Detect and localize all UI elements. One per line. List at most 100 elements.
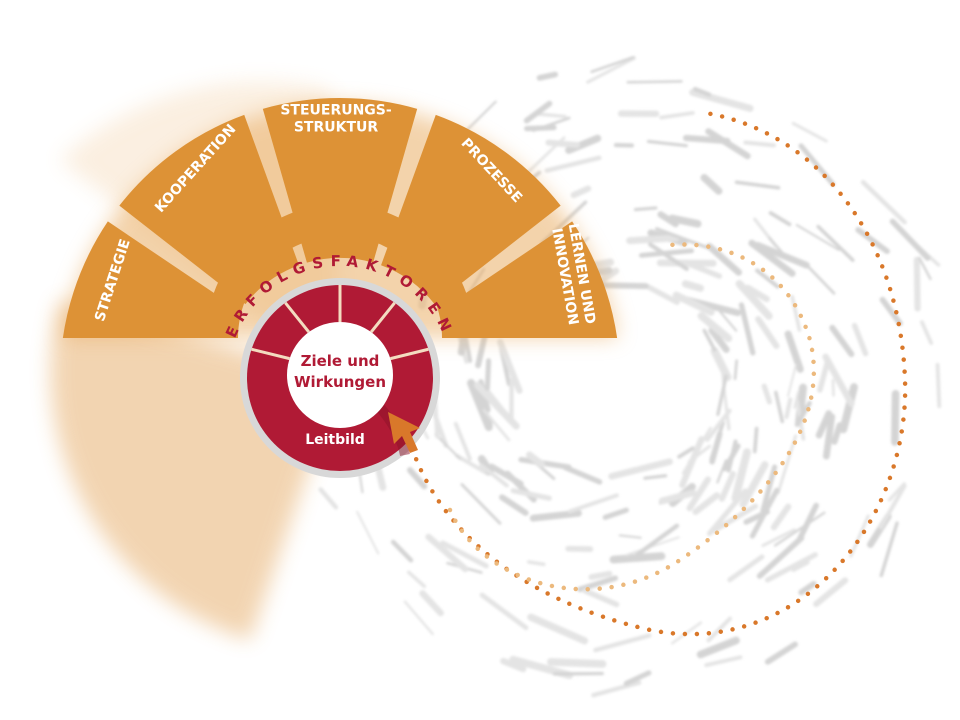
brush-stroke (761, 528, 796, 548)
brush-stroke (738, 302, 756, 356)
brush-stroke (419, 590, 444, 617)
brush-stroke (822, 353, 855, 407)
brush-stroke (655, 227, 712, 251)
brush-stroke (403, 600, 434, 636)
ring-dividers (251, 285, 429, 361)
brush-stroke (626, 80, 683, 84)
brush-stroke (935, 362, 942, 409)
brush-stroke (705, 128, 751, 160)
brush-stroke (537, 112, 567, 119)
brush-stroke (735, 280, 773, 320)
center-label-line2: Wirkungen (294, 373, 386, 391)
brush-stroke (784, 330, 804, 373)
brush-stroke (479, 592, 529, 631)
brush-stroke (716, 374, 728, 417)
brush-stroke (460, 483, 502, 525)
brush-stroke (546, 658, 607, 668)
brush-stroke (822, 413, 836, 460)
brush-stroke (668, 214, 702, 228)
brush-stroke (626, 234, 680, 245)
ring-divider (369, 301, 396, 334)
brush-stroke (689, 88, 754, 112)
brush-stroke (708, 327, 730, 353)
brush-stroke (791, 121, 828, 143)
brush-stroke (878, 484, 907, 530)
brush-stroke (318, 487, 339, 510)
brush-stroke (918, 256, 932, 281)
brush-stroke (831, 422, 843, 445)
brush-stroke (631, 523, 680, 560)
dotted-spiral-inner (447, 242, 817, 592)
brush-stroke (700, 174, 723, 195)
brush-stroke (510, 488, 552, 501)
brush-stroke (434, 433, 462, 461)
brush-stroke (794, 400, 812, 427)
center-label-line1: Ziele und (301, 352, 380, 370)
brush-stroke (406, 570, 427, 589)
brush-stroke (773, 511, 826, 547)
brush-stroke (686, 476, 712, 512)
brush-stroke (798, 143, 836, 187)
brush-stroke (849, 514, 870, 558)
brush-stroke (692, 86, 712, 97)
brush-stroke (633, 206, 658, 212)
brush-stroke (855, 227, 890, 254)
brush-stroke (648, 242, 689, 272)
brush-stroke (795, 223, 840, 251)
brush-stroke (544, 155, 602, 173)
brush-stroke (752, 426, 759, 454)
brush-stroke (787, 363, 798, 397)
ring-divider (251, 347, 290, 361)
brush-stroke (755, 268, 780, 289)
segment-strategie[interactable] (60, 221, 241, 373)
brush-stroke (790, 295, 802, 332)
ring-divider (390, 347, 429, 361)
brush-stroke (453, 421, 472, 461)
brush-stroke (679, 436, 705, 489)
brush-stroke (499, 494, 529, 516)
brush-stroke (839, 383, 858, 434)
segment-lernenund[interactable] (439, 221, 619, 373)
brush-stroke (591, 680, 642, 698)
brush-stroke (706, 243, 742, 276)
brush-stroke (755, 316, 780, 349)
brush-stroke (707, 488, 748, 537)
brush-stroke (609, 552, 666, 564)
brush-stroke (425, 533, 469, 573)
brush-stroke (593, 633, 652, 653)
brush-stroke (761, 383, 773, 405)
brush-stroke (659, 111, 695, 120)
brush-stroke (718, 310, 738, 332)
brush-stroke (677, 446, 695, 459)
brush-stroke (709, 421, 725, 461)
brush-stroke (706, 616, 732, 643)
brush-stroke (692, 492, 720, 515)
brush-stroke (764, 552, 818, 583)
brush-stroke (562, 464, 603, 485)
brush-stroke (586, 56, 636, 84)
brush-stroke (602, 507, 629, 520)
brush-stroke (774, 390, 785, 424)
brush-stroke (754, 242, 810, 269)
brush-stroke (791, 560, 810, 572)
brush-stroke (887, 482, 906, 502)
brush-stroke (390, 539, 414, 563)
brush-stroke (623, 670, 652, 686)
brush-stroke (739, 461, 769, 509)
brush-stroke (681, 280, 705, 292)
erfolgsfaktoren-band (206, 204, 474, 338)
brush-stroke (768, 236, 784, 254)
center-circle[interactable] (287, 322, 393, 428)
brush-stroke (816, 224, 855, 262)
brush-stroke (524, 124, 557, 132)
brush-stroke (798, 581, 817, 596)
brush-stroke (479, 463, 509, 488)
brush-stroke (643, 474, 668, 480)
brush-stroke (570, 185, 592, 199)
brush-stroke (618, 534, 642, 539)
brush-stroke (658, 489, 697, 505)
brush-stroke (440, 540, 489, 569)
brush-stroke (702, 328, 717, 352)
brush-stroke (879, 521, 899, 578)
brush-stroke (733, 359, 738, 381)
